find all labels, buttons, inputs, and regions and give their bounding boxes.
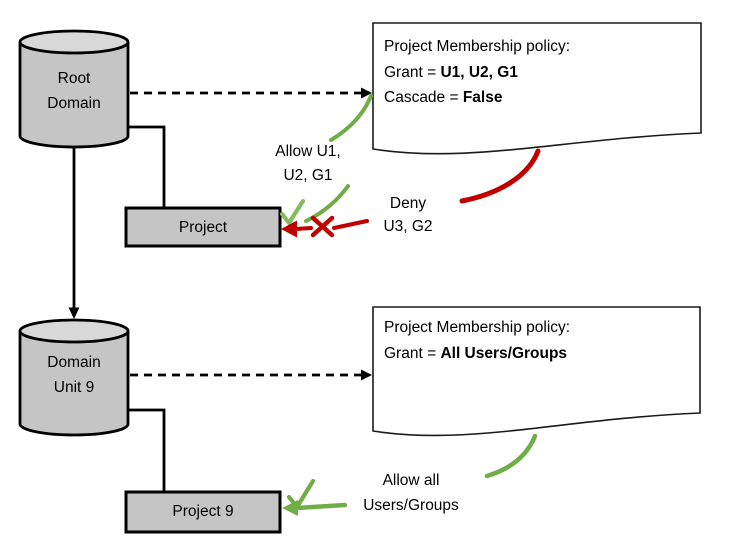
domain-unit9-label: Domain Unit 9 [47,354,101,396]
policy-top-cascade-value: False [462,89,503,106]
project-box [124,206,282,248]
red-arrow-shaft-to-project [294,226,313,231]
policy-top-cascade-prefix: Cascade = [384,89,463,106]
policy-document-bottom [372,306,701,437]
policy-bottom-grant-value: All Users/Groups [440,344,568,362]
red-arrowhead-to-project [281,220,297,238]
allow-bottom-label: Allow all Users/Groups [363,472,459,514]
check-icon [279,198,306,226]
green-arrow-shaft-to-project9 [294,502,348,511]
policy-top-grant-value: U1, U2, G1 [440,63,518,81]
policy-bottom-text: Project Membership policy: Grant = All U… [384,315,689,366]
root-domain-cylinder [18,42,130,149]
project-box-label: Project [178,219,228,236]
allow-top-label: Allow U1, U2, G1 [275,143,341,184]
policy-top-title: Project Membership policy: [384,38,571,55]
green-curve-policy-to-allowall-label [484,433,538,479]
project9-box-label: Project 9 [172,503,234,520]
policy-top-text: Project Membership policy: Grant = U1, U… [384,34,689,111]
domain-unit9-cylinder [18,331,130,437]
domain-unit9-cylinder-top [18,318,130,344]
policy-bottom-grant-prefix: Grant = [384,344,441,362]
policy-top-grant-prefix: Grant = [384,63,441,81]
check-icon [286,478,316,510]
elbow-connector-root-to-project [128,125,166,207]
arrowhead-root-to-policy [361,87,372,99]
red-curve-policy-to-deny-label [459,148,541,204]
green-curve-allow-label-to-project [304,184,350,223]
x-icon [310,215,335,238]
arrowhead-root-to-domain9 [68,307,80,319]
policy-bottom-title: Project Membership policy: [384,319,571,336]
policy-top-grant-line: Grant = U1, U2, G1 [384,60,689,86]
policy-top-cascade-line: Cascade = False [384,85,689,111]
root-domain-label: Root Domain [47,70,101,112]
red-segment-deny-label-to-x [332,219,369,230]
root-domain-cylinder-top [18,29,130,55]
policy-document-top [372,22,702,155]
elbow-connector-domain9-to-project9 [128,408,166,491]
deny-label: Deny U3, G2 [383,195,433,235]
policy-bottom-grant-line: Grant = All Users/Groups [384,341,689,367]
project9-box [124,490,282,534]
arrowhead-domain9-to-policy [361,369,372,381]
green-curve-policy-to-allow-label [329,94,373,142]
